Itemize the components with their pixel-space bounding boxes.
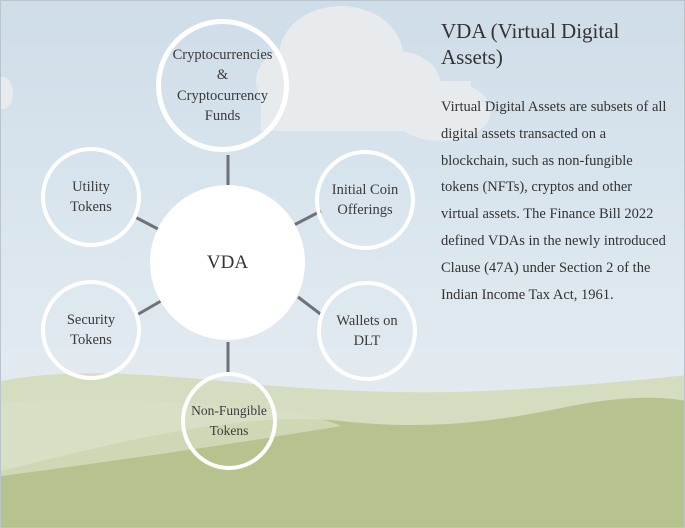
node-non-fungible-tokens: Non-Fungible Tokens <box>181 372 277 470</box>
node-non-fungible-tokens-label: Non-Fungible Tokens <box>191 403 267 438</box>
node-utility-tokens-label: Utility Tokens <box>70 179 112 215</box>
connector-top-left <box>134 215 159 231</box>
node-initial-coin-offerings-label: Initial Coin Offerings <box>331 182 399 218</box>
hub-vda-label: VDA <box>206 251 249 273</box>
panel-description: Virtual Digital Assets are subsets of al… <box>441 99 667 303</box>
connector-bottom-right <box>297 295 324 318</box>
connector-bottom-left <box>134 299 162 318</box>
hub-vda: VDA <box>150 185 305 340</box>
node-utility-tokens: Utility Tokens <box>41 147 141 247</box>
node-security-tokens-label: Security Tokens <box>66 312 116 348</box>
node-cryptocurrencies-label: Cryptocurrencies & Cryptocurrency Funds <box>172 46 273 125</box>
node-wallets-on-dlt: Wallets on DLT <box>317 281 417 381</box>
node-wallets-on-dlt-label: Wallets on DLT <box>336 313 398 349</box>
panel-title: VDA (Virtual Digital Assets) <box>441 19 620 69</box>
node-security-tokens: Security Tokens <box>41 280 141 380</box>
front-hill <box>1 397 684 527</box>
node-cryptocurrencies: Cryptocurrencies & Cryptocurrency Funds <box>156 19 289 152</box>
node-initial-coin-offerings: Initial Coin Offerings <box>315 150 415 250</box>
